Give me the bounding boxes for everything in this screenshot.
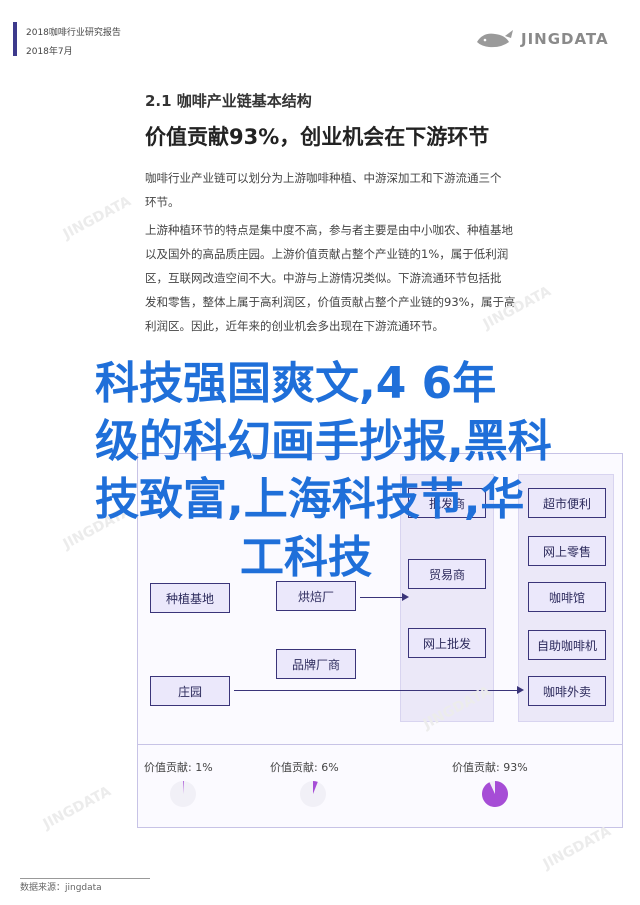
report-date: 2018年7月 (26, 47, 73, 57)
contribution-pie-downstream (482, 781, 509, 807)
overlay-title-line: 科技强国爽文,4 6年 (95, 358, 497, 409)
paragraph-1: 咖啡行业产业链可以划分为上游咖啡种植、中游深加工和下游流通三个 环节。 (145, 166, 625, 214)
paragraph-2: 上游种植环节的特点是集中度不高，参与者主要是由中小咖农、种植基地 以及国外的高品… (145, 218, 625, 338)
paragraph-line: 利润区。因此，近年来的创业机会多出现在下游流通环节。 (145, 319, 444, 333)
industry-chain-diagram: 种植基地 庄园 烘焙厂 品牌厂商 批发商 贸易商 网上批发 超市便利 网上零售 … (137, 453, 623, 828)
upstream-box: 庄园 (150, 676, 230, 706)
arrow-head-icon (517, 686, 524, 694)
overlay-title-line: 技致富,上海科技节,华 (95, 474, 525, 525)
retail-box: 咖啡馆 (528, 582, 606, 612)
wholesale-box: 贸易商 (408, 559, 486, 589)
overlay-title-line: 工科技 (240, 532, 372, 583)
wholesale-box: 网上批发 (408, 628, 486, 658)
footer-source: 数据来源：jingdata (20, 883, 102, 893)
retail-box: 网上零售 (528, 536, 606, 566)
retail-box: 自助咖啡机 (528, 630, 606, 660)
paragraph-line: 区，互联网改造空间不大。中游与上游情况类似。下游流通环节包括批 (145, 271, 502, 285)
upstream-box: 种植基地 (150, 583, 230, 613)
brand: JINGDATA (475, 28, 609, 50)
section-label: 2.1 咖啡产业链基本结构 (145, 92, 312, 110)
overlay-title: 科技强国爽文,4 6年 级的科幻画手抄报,黑科 技致富,上海科技节,华 工科技 (95, 355, 615, 587)
wholesale-box: 批发商 (408, 488, 486, 518)
header-accent-bar (13, 22, 17, 56)
midstream-box: 品牌厂商 (276, 649, 356, 679)
watermark: JINGDATA (40, 783, 114, 833)
contribution-label: 价值贡献: 1% (144, 761, 213, 774)
paragraph-line: 咖啡行业产业链可以划分为上游咖啡种植、中游深加工和下游流通三个 (145, 171, 502, 185)
paragraph-line: 以及国外的高品质庄园。上游价值贡献占整个产业链的1%，属于低利润 (145, 247, 509, 261)
watermark: JINGDATA (540, 823, 614, 873)
paragraph-line: 上游种植环节的特点是集中度不高，参与者主要是由中小咖农、种植基地 (145, 223, 513, 237)
paragraph-line: 发和零售，整体上属于高利润区，价值贡献占整个产业链的93%，属于高 (145, 295, 516, 309)
watermark: JINGDATA (60, 193, 134, 243)
contribution-pie-upstream (170, 781, 196, 807)
report-title: 2018咖啡行业研究报告 (26, 28, 121, 38)
report-header: 2018咖啡行业研究报告 2018年7月 JINGDATA (0, 0, 640, 70)
overlay-title-line: 级的科幻画手抄报,黑科 (95, 416, 552, 467)
whale-logo-icon (477, 30, 513, 48)
brand-name: JINGDATA (521, 30, 609, 48)
footer-divider (20, 878, 150, 879)
midstream-box: 烘焙厂 (276, 581, 356, 611)
arrow-line (360, 597, 405, 598)
contribution-pie-midstream (300, 781, 326, 807)
retail-box: 咖啡外卖 (528, 676, 606, 706)
arrow-head-icon (402, 593, 409, 601)
retail-box: 超市便利 (528, 488, 606, 518)
diagram-divider (138, 744, 622, 745)
contribution-label: 价值贡献: 6% (270, 761, 339, 774)
section-headline: 价值贡献93%，创业机会在下游环节 (145, 125, 490, 149)
contribution-label: 价值贡献: 93% (452, 761, 528, 774)
paragraph-line: 环节。 (145, 195, 180, 209)
arrow-line (234, 690, 517, 691)
